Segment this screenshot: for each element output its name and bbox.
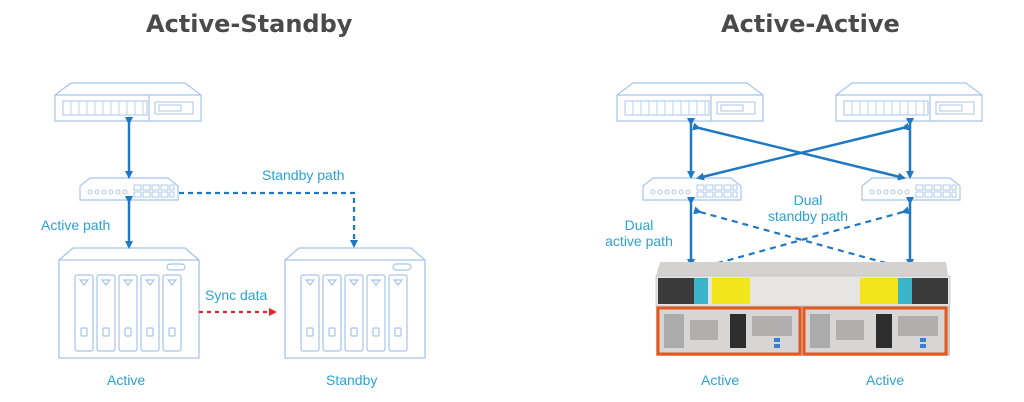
dual-active-line1: Dual: [624, 217, 654, 233]
active-nas-label: Active: [107, 372, 146, 388]
controller-b-label: Active: [866, 372, 905, 388]
yellow-label-a: [712, 278, 750, 304]
router-a: [616, 82, 764, 122]
standby-nas-label: Standby: [326, 372, 378, 388]
switch-b: [861, 177, 961, 201]
controller-a-label: Active: [701, 372, 740, 388]
sync-data-label: Sync data: [205, 287, 268, 303]
standby-path-label: Standby path: [262, 167, 345, 183]
switch-a: [642, 177, 742, 201]
router-b: [835, 82, 983, 122]
dual-standby-path-b: [698, 206, 910, 271]
active-standby-title: Active-Standby: [146, 10, 353, 38]
active-active-title: Active-Active: [721, 10, 900, 38]
yellow-label-b: [860, 278, 898, 304]
storage-chassis: [655, 262, 951, 356]
dual-standby-line1: Dual: [793, 192, 823, 208]
dual-active-line2: active path: [605, 233, 673, 249]
router-left: [54, 82, 202, 122]
switch-left: [79, 177, 179, 201]
nas-standby: [284, 247, 426, 359]
dual-active-path-label: Dual active path: [600, 217, 678, 249]
nas-active: [58, 247, 200, 359]
dual-standby-line2: standby path: [767, 208, 849, 224]
active-path-label: Active path: [41, 217, 111, 233]
dual-standby-path-label: Dual standby path: [758, 192, 858, 224]
cross-link-b-a: [696, 122, 910, 181]
standby-path-arrow: [179, 191, 358, 248]
